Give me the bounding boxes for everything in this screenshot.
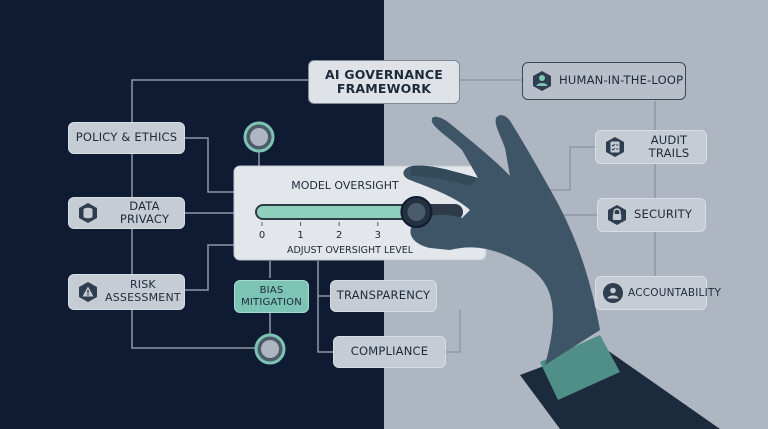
connector-compliance-right <box>446 310 461 353</box>
slider-tick-label: 1 <box>297 230 303 241</box>
checklist-icon <box>604 136 626 158</box>
node-compliance: COMPLIANCE <box>333 336 446 368</box>
hand-illustration <box>403 115 720 429</box>
node-bias-line-1: BIAS <box>259 285 284 296</box>
node-security-label: SECURITY <box>634 207 693 222</box>
lock-icon <box>606 204 628 226</box>
title-box: AI GOVERNANCE FRAMEWORK <box>308 60 460 104</box>
node-risk-line-2: ASSESSMENT <box>105 291 181 304</box>
node-transparency-label: TRANSPARENCY <box>336 288 431 303</box>
node-bias-mitigation: BIAS MITIGATION <box>234 280 309 313</box>
node-policy-ethics: POLICY & ETHICS <box>68 122 185 154</box>
node-data-privacy: DATA PRIVACY <box>68 197 185 229</box>
oversight-panel-title: MODEL OVERSIGHT <box>291 179 399 192</box>
database-icon <box>77 202 99 224</box>
node-data-privacy-label: DATA PRIVACY <box>119 198 170 226</box>
oversight-panel-subtitle: ADJUST OVERSIGHT LEVEL <box>287 245 414 256</box>
connector-policy-panel <box>185 137 234 193</box>
title-line-2: FRAMEWORK <box>336 81 432 96</box>
node-risk-line-1: RISK <box>129 278 156 292</box>
connector-risk-panel <box>185 244 234 291</box>
node-risk-assessment: RISK ASSESSMENT <box>68 274 185 310</box>
node-human-label: HUMAN-IN-THE-LOOP <box>559 73 684 88</box>
title-line-1: AI GOVERNANCE <box>325 66 443 82</box>
node-policy-ethics-label: POLICY & ETHICS <box>75 130 178 145</box>
slider-tick-label: 3 <box>375 230 381 241</box>
node-audit-trails: AUDIT TRAILS <box>595 130 707 164</box>
connector-panel-compliance <box>317 261 333 353</box>
node-security: SECURITY <box>597 198 706 232</box>
slider-tick-label: 0 <box>259 230 265 241</box>
hand-finger-shadow <box>410 165 478 186</box>
hand-cuff <box>540 335 620 400</box>
person-icon <box>531 70 553 92</box>
node-audit-label: AUDIT TRAILS <box>648 132 690 160</box>
node-accountability: ACCOUNTABILITY <box>595 276 721 310</box>
node-accountability-label: ACCOUNTABILITY <box>628 286 722 299</box>
node-transparency: TRANSPARENCY <box>330 280 437 312</box>
slider-fill <box>257 206 417 218</box>
warning-icon <box>77 281 99 303</box>
circle-node-bottom-inner <box>261 340 279 358</box>
node-human-in-the-loop: HUMAN-IN-THE-LOOP <box>522 62 686 100</box>
person-circle-icon <box>602 282 624 304</box>
slider-knob-inner <box>407 203 426 221</box>
slider-tick-label: 2 <box>336 230 342 241</box>
circle-node-top-inner <box>250 128 268 146</box>
node-bias-line-2: MITIGATION <box>241 296 302 308</box>
node-compliance-label: COMPLIANCE <box>350 344 429 359</box>
node-risk-assessment-text: RISK ASSESSMENT <box>105 279 181 304</box>
